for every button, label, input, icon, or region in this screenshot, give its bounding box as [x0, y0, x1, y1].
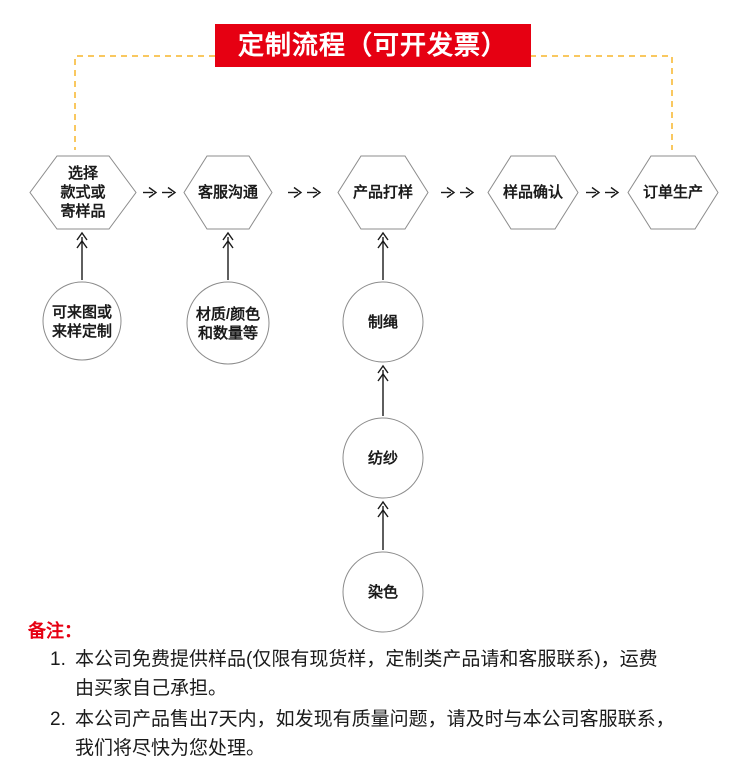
circle-label-spinning: 纺纱: [367, 450, 398, 467]
circle-shape-drawing-sample: [42, 281, 122, 361]
note-number: 2.: [50, 709, 66, 730]
circle-shape-material-color: [186, 281, 270, 365]
circle-shape-spinning: [342, 417, 424, 499]
flow-arrow-up-icon: [377, 231, 389, 280]
note-item: 1. 本公司免费提供样品(仅限有现货样，定制类产品请和客服联系)，运费 由买家自…: [48, 645, 726, 703]
hexagon-label-sample-confirm: 样品确认: [502, 184, 563, 201]
flow-arrow-up-icon: [377, 500, 389, 550]
dashed-connector-left-icon: [74, 55, 215, 150]
hexagon-label-select-style: 选择 款式或 寄样品: [60, 165, 106, 220]
flow-arrow-right-icon: [586, 186, 620, 199]
flow-arrow-up-icon: [222, 231, 234, 280]
circle-label-drawing-sample: 可来图或 来样定制: [51, 304, 112, 340]
hexagon-label-sample-making: 产品打样: [352, 184, 413, 201]
banner-title: 定制流程（可开发票）: [215, 24, 531, 67]
flow-arrow-right-icon: [288, 186, 322, 199]
hexagon-shape-customer-service: [183, 155, 273, 230]
note-item: 2. 本公司产品售出7天内，如发现有质量问题，请及时与本公司客服联系， 我们将尽…: [48, 705, 726, 763]
flow-arrow-up-icon: [377, 364, 389, 416]
note-text: 本公司产品售出7天内，如发现有质量问题，请及时与本公司客服联系， 我们将尽快为您…: [75, 709, 675, 759]
hexagon-label-order-production: 订单生产: [642, 184, 703, 201]
circle-label-dyeing: 染色: [367, 584, 398, 601]
circle-shape-rope-making: [342, 281, 424, 363]
circle-label-material-color: 材质/颜色 和数量等: [195, 306, 261, 342]
dashed-connector-right-icon: [530, 55, 673, 150]
hexagon-shape-sample-making: [337, 155, 429, 230]
circle-label-rope-making: 制绳: [367, 314, 398, 331]
notes-list: 1. 本公司免费提供样品(仅限有现货样，定制类产品请和客服联系)，运费 由买家自…: [48, 645, 726, 765]
flow-arrow-right-icon: [441, 186, 475, 199]
hexagon-label-customer-service: 客服沟通: [197, 184, 258, 201]
hexagon-shape-order-production: [627, 155, 719, 230]
note-text: 本公司免费提供样品(仅限有现货样，定制类产品请和客服联系)，运费 由买家自己承担…: [75, 649, 658, 699]
circle-shape-dyeing: [342, 551, 424, 633]
flow-arrow-right-icon: [143, 186, 177, 199]
notes-heading: 备注：: [28, 621, 82, 641]
flow-arrow-up-icon: [76, 231, 88, 280]
hexagon-shape-select-style: [29, 155, 137, 230]
note-number: 1.: [50, 649, 66, 670]
hexagon-shape-sample-confirm: [487, 155, 579, 230]
